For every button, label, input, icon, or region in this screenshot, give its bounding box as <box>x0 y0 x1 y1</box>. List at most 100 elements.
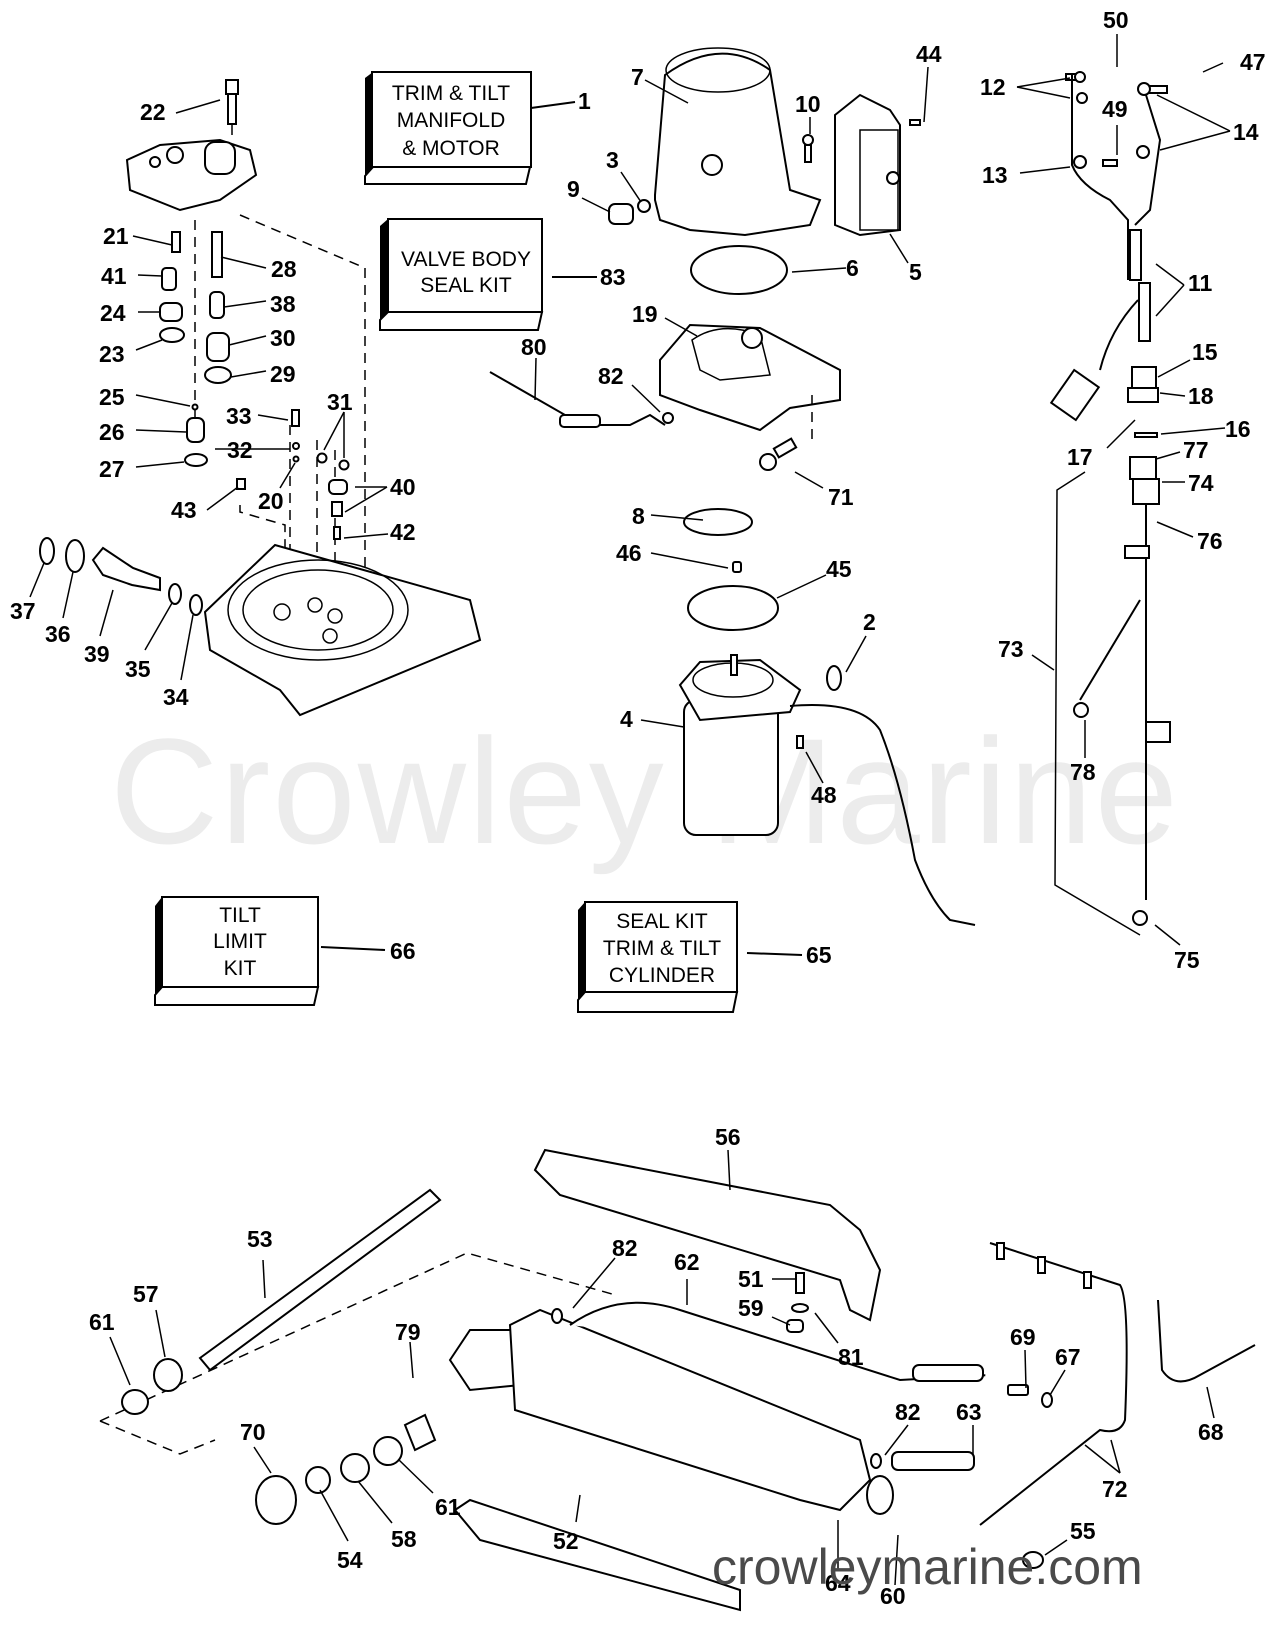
o-ring-part[interactable] <box>870 1453 882 1469</box>
o-ring-part[interactable] <box>662 412 674 424</box>
callout-32[interactable]: 32 <box>227 437 253 463</box>
kit-box-seal-kit-trim-tilt-cylinder[interactable]: SEAL KIT TRIM & TILT CYLINDER 65 <box>577 901 832 1013</box>
connector-part[interactable] <box>1127 387 1159 403</box>
check-valve-part[interactable] <box>331 501 343 517</box>
ball-part[interactable] <box>292 455 300 463</box>
washer-part[interactable] <box>153 1358 183 1392</box>
screw-part[interactable] <box>802 134 814 163</box>
tube-part[interactable] <box>569 1301 991 1382</box>
o-ring-part[interactable] <box>687 585 779 631</box>
motor-part[interactable] <box>678 654 802 836</box>
callout-74[interactable]: 74 <box>1188 470 1214 496</box>
bushing-part[interactable] <box>373 1436 403 1466</box>
ground-wire-part[interactable] <box>1157 1299 1256 1383</box>
callout-63[interactable]: 63 <box>956 1399 982 1425</box>
callout-3[interactable]: 3 <box>606 147 619 173</box>
callout-64[interactable]: 64 <box>825 1570 851 1596</box>
callout-2[interactable]: 2 <box>863 609 876 635</box>
callout-67[interactable]: 67 <box>1055 1344 1081 1370</box>
kit-box-valve-body-seal-kit[interactable]: VALVE BODY SEAL KIT 83 <box>379 218 626 331</box>
manifold-cap-part[interactable] <box>125 138 258 212</box>
callout-79[interactable]: 79 <box>395 1319 421 1345</box>
callout-29[interactable]: 29 <box>270 361 296 387</box>
relay-part[interactable] <box>834 93 901 237</box>
washer-part[interactable] <box>340 1453 370 1483</box>
callout-45[interactable]: 45 <box>826 556 852 582</box>
fitting-part[interactable] <box>559 414 601 428</box>
ball-part[interactable] <box>292 442 300 450</box>
callout-28[interactable]: 28 <box>271 256 297 282</box>
o-ring-part[interactable] <box>690 245 788 295</box>
plug-part[interactable] <box>159 302 183 322</box>
callout-54[interactable]: 54 <box>337 1547 363 1573</box>
callout-19[interactable]: 19 <box>632 301 658 327</box>
kit-box-trim-tilt-manifold-motor[interactable]: TRIM & TILT MANIFOLD & MOTOR 1 <box>364 70 591 185</box>
callout-72[interactable]: 72 <box>1102 1476 1128 1502</box>
o-ring-part[interactable] <box>637 199 651 213</box>
pivot-shaft-part[interactable] <box>198 1188 442 1372</box>
seal-part[interactable] <box>1134 432 1158 438</box>
screw-part[interactable] <box>796 735 804 749</box>
nut-part[interactable] <box>305 1466 331 1494</box>
callout-7[interactable]: 7 <box>631 64 644 90</box>
callout-11[interactable]: 11 <box>1188 270 1213 296</box>
screw-part[interactable] <box>1022 1551 1044 1569</box>
callout-61b[interactable]: 61 <box>435 1494 461 1520</box>
trim-tilt-cylinder-part[interactable] <box>508 1308 872 1512</box>
clip-part[interactable] <box>786 1319 804 1333</box>
callout-78[interactable]: 78 <box>1070 759 1096 785</box>
callout-61[interactable]: 61 <box>89 1309 115 1335</box>
o-ring-part[interactable] <box>204 366 232 384</box>
callout-50[interactable]: 50 <box>1103 7 1129 33</box>
callout-34[interactable]: 34 <box>163 684 189 710</box>
callout-68[interactable]: 68 <box>1198 1419 1224 1445</box>
tilt-limit-rod-part[interactable] <box>453 1498 741 1612</box>
callout-8[interactable]: 8 <box>632 503 645 529</box>
callout-12[interactable]: 12 <box>980 74 1006 100</box>
callout-39[interactable]: 39 <box>84 641 110 667</box>
callout-27[interactable]: 27 <box>99 456 125 482</box>
callout-60[interactable]: 60 <box>880 1583 906 1609</box>
o-ring-part[interactable] <box>184 453 208 467</box>
shaft-part[interactable] <box>91 546 161 592</box>
ring-terminal-part[interactable] <box>1132 910 1148 926</box>
callout-40[interactable]: 40 <box>390 474 416 500</box>
callout-55[interactable]: 55 <box>1070 1518 1096 1544</box>
tube-part[interactable] <box>489 371 666 426</box>
callout-15[interactable]: 15 <box>1192 339 1218 365</box>
callout-23[interactable]: 23 <box>99 341 125 367</box>
callout-10[interactable]: 10 <box>795 91 821 117</box>
washer-part[interactable] <box>791 1303 809 1313</box>
connector-part[interactable] <box>1129 456 1157 480</box>
bolt-part[interactable] <box>225 79 239 135</box>
callout-57[interactable]: 57 <box>133 1281 159 1307</box>
ball-part[interactable] <box>191 403 199 411</box>
callout-5[interactable]: 5 <box>909 259 922 285</box>
callout-25[interactable]: 25 <box>99 384 125 410</box>
callout-71[interactable]: 71 <box>828 484 854 510</box>
bushing-part[interactable] <box>121 1389 149 1415</box>
strap-part[interactable] <box>683 508 753 536</box>
piston-part[interactable] <box>209 291 225 319</box>
callout-69[interactable]: 69 <box>1010 1324 1036 1350</box>
callout-24[interactable]: 24 <box>100 300 126 326</box>
callout-56[interactable]: 56 <box>715 1124 741 1150</box>
tube-part[interactable] <box>912 1364 984 1382</box>
callout-42[interactable]: 42 <box>390 519 416 545</box>
callout-73[interactable]: 73 <box>998 636 1024 662</box>
callout-59[interactable]: 59 <box>738 1295 764 1321</box>
callout-62[interactable]: 62 <box>674 1249 700 1275</box>
screw-part[interactable] <box>909 119 921 126</box>
connector-part[interactable] <box>1049 368 1101 422</box>
clip-part[interactable] <box>826 665 842 691</box>
callout-33[interactable]: 33 <box>226 403 252 429</box>
callout-37[interactable]: 37 <box>10 598 36 624</box>
screw-part[interactable] <box>291 409 300 427</box>
cap-part[interactable] <box>866 1475 894 1515</box>
callout-80[interactable]: 80 <box>521 334 547 360</box>
callout-77[interactable]: 77 <box>1183 437 1209 463</box>
spring-part[interactable] <box>333 526 341 540</box>
o-ring-part[interactable] <box>189 594 203 616</box>
callout-26[interactable]: 26 <box>99 419 125 445</box>
o-ring-part[interactable] <box>551 1308 563 1324</box>
